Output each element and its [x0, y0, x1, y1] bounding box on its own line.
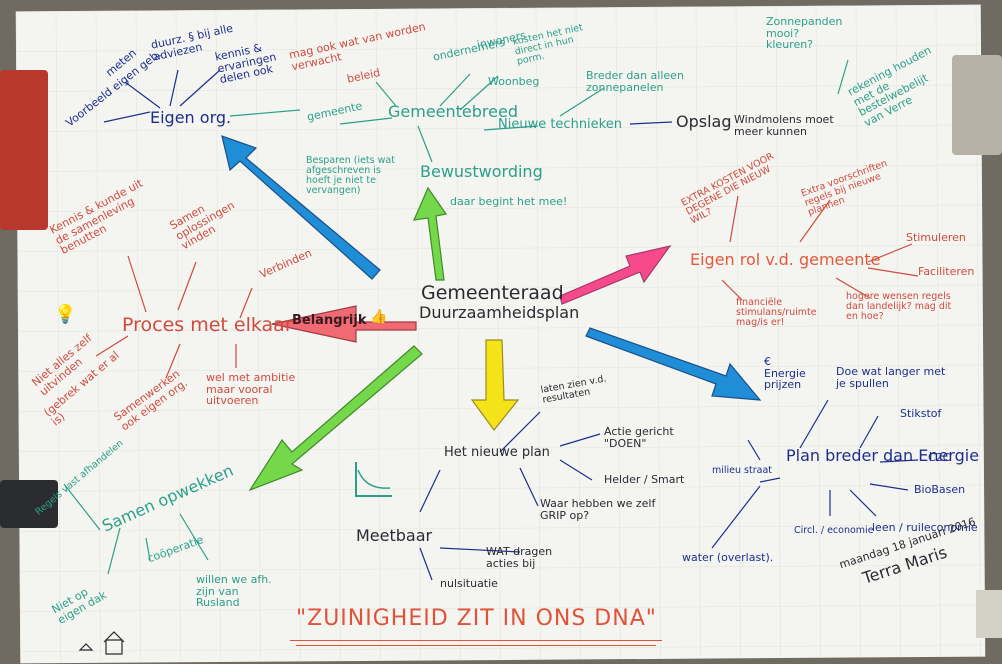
graph-icon — [355, 462, 392, 497]
meetbaar-child: WAT dragen acties bij — [486, 545, 553, 570]
energie-child: BioBasen — [914, 483, 966, 496]
grey-box — [952, 55, 1002, 155]
energie-child: water (overlast). — [682, 551, 774, 564]
energie-child: Stikstof — [900, 407, 942, 420]
center-subtitle: Duurzaamheidsplan — [419, 303, 580, 322]
center-title: Gemeenteraad — [421, 282, 564, 304]
meetbaar-child: nulsituatie — [440, 577, 498, 590]
energie-child: € Energie prijzen — [764, 355, 806, 392]
slogan-underline — [290, 640, 662, 641]
important-badge: Belangrijk — [292, 313, 367, 328]
lightbulb-icon: 💡 — [54, 304, 77, 325]
arrow-to-bewustwording — [413, 186, 448, 281]
black-device — [0, 480, 58, 528]
eigen-rol-child: financiële stimulans/ruimte mag/is er! — [736, 297, 817, 328]
arrow-to-proces — [271, 305, 417, 343]
windmolens-label: Windmolens moet meer kunnen — [734, 113, 834, 138]
eigen-rol-label: Eigen rol v.d. gemeente — [690, 250, 881, 269]
eigen-rol-child: Faciliteren — [918, 265, 975, 278]
plan-child: Helder / Smart — [604, 473, 685, 486]
energie-child: Circl. / economie — [794, 525, 874, 536]
plan-child: Actie gericht "DOEN" — [604, 425, 674, 450]
gemeentebreed-child: Woonbeg — [488, 75, 540, 88]
arrow-to-eigen-org — [221, 135, 381, 280]
eigen-rol-child: hogere wensen regels dan landelijk? mag … — [846, 291, 952, 322]
meetbaar-label: Meetbaar — [356, 526, 433, 545]
opslag-label: Opslag — [676, 112, 732, 131]
slogan-underline — [296, 645, 656, 646]
energie-child: leen / ruileconomie — [872, 521, 978, 534]
nieuwe-technieken-child: Breder dan alleen zonnepanelen — [586, 69, 684, 94]
slogan: "ZUINIGHEID ZIT IN ONS DNA" — [296, 606, 657, 631]
house-icon — [78, 631, 125, 655]
bewustwording-note: Besparen (iets wat afgeschreven is hoeft… — [306, 155, 395, 196]
corner-object — [976, 590, 1002, 638]
arrow-to-samen — [248, 345, 423, 492]
bewustwording-note: daar begint het mee! — [450, 195, 568, 208]
arrow-to-eigen-rol — [559, 245, 672, 305]
thumbs-up-icon: 👍 — [370, 309, 388, 325]
red-box — [0, 70, 48, 230]
plan-label: Het nieuwe plan — [444, 445, 550, 460]
energie-child: C2C — [928, 451, 951, 464]
eigen-rol-child: Stimuleren — [906, 231, 966, 244]
eigen-org-label: Eigen org. — [150, 108, 232, 127]
windmolens-child: Zonnepanden mooi? kleuren? — [766, 15, 843, 52]
samen-child: willen we afh. zijn van Rusland — [196, 573, 272, 610]
gemeentebreed-label: Gemeentebreed — [388, 102, 518, 121]
proces-label: Proces met elkaar — [122, 314, 293, 336]
energie-child: Doe wat langer met je spullen — [836, 365, 946, 390]
plan-child: Waar hebben we zelf GRIP op? — [540, 497, 656, 522]
energie-child: milieu straat — [712, 465, 773, 476]
arrow-to-plan — [470, 339, 520, 431]
nieuwe-technieken-label: Nieuwe technieken — [498, 117, 622, 132]
proces-child: wel met ambitie maar vooral uitvoeren — [206, 371, 296, 408]
arrow-to-energie — [585, 327, 762, 401]
bewustwording-label: Bewustwording — [420, 162, 543, 181]
energie-label: Plan breder dan Energie — [786, 446, 980, 465]
